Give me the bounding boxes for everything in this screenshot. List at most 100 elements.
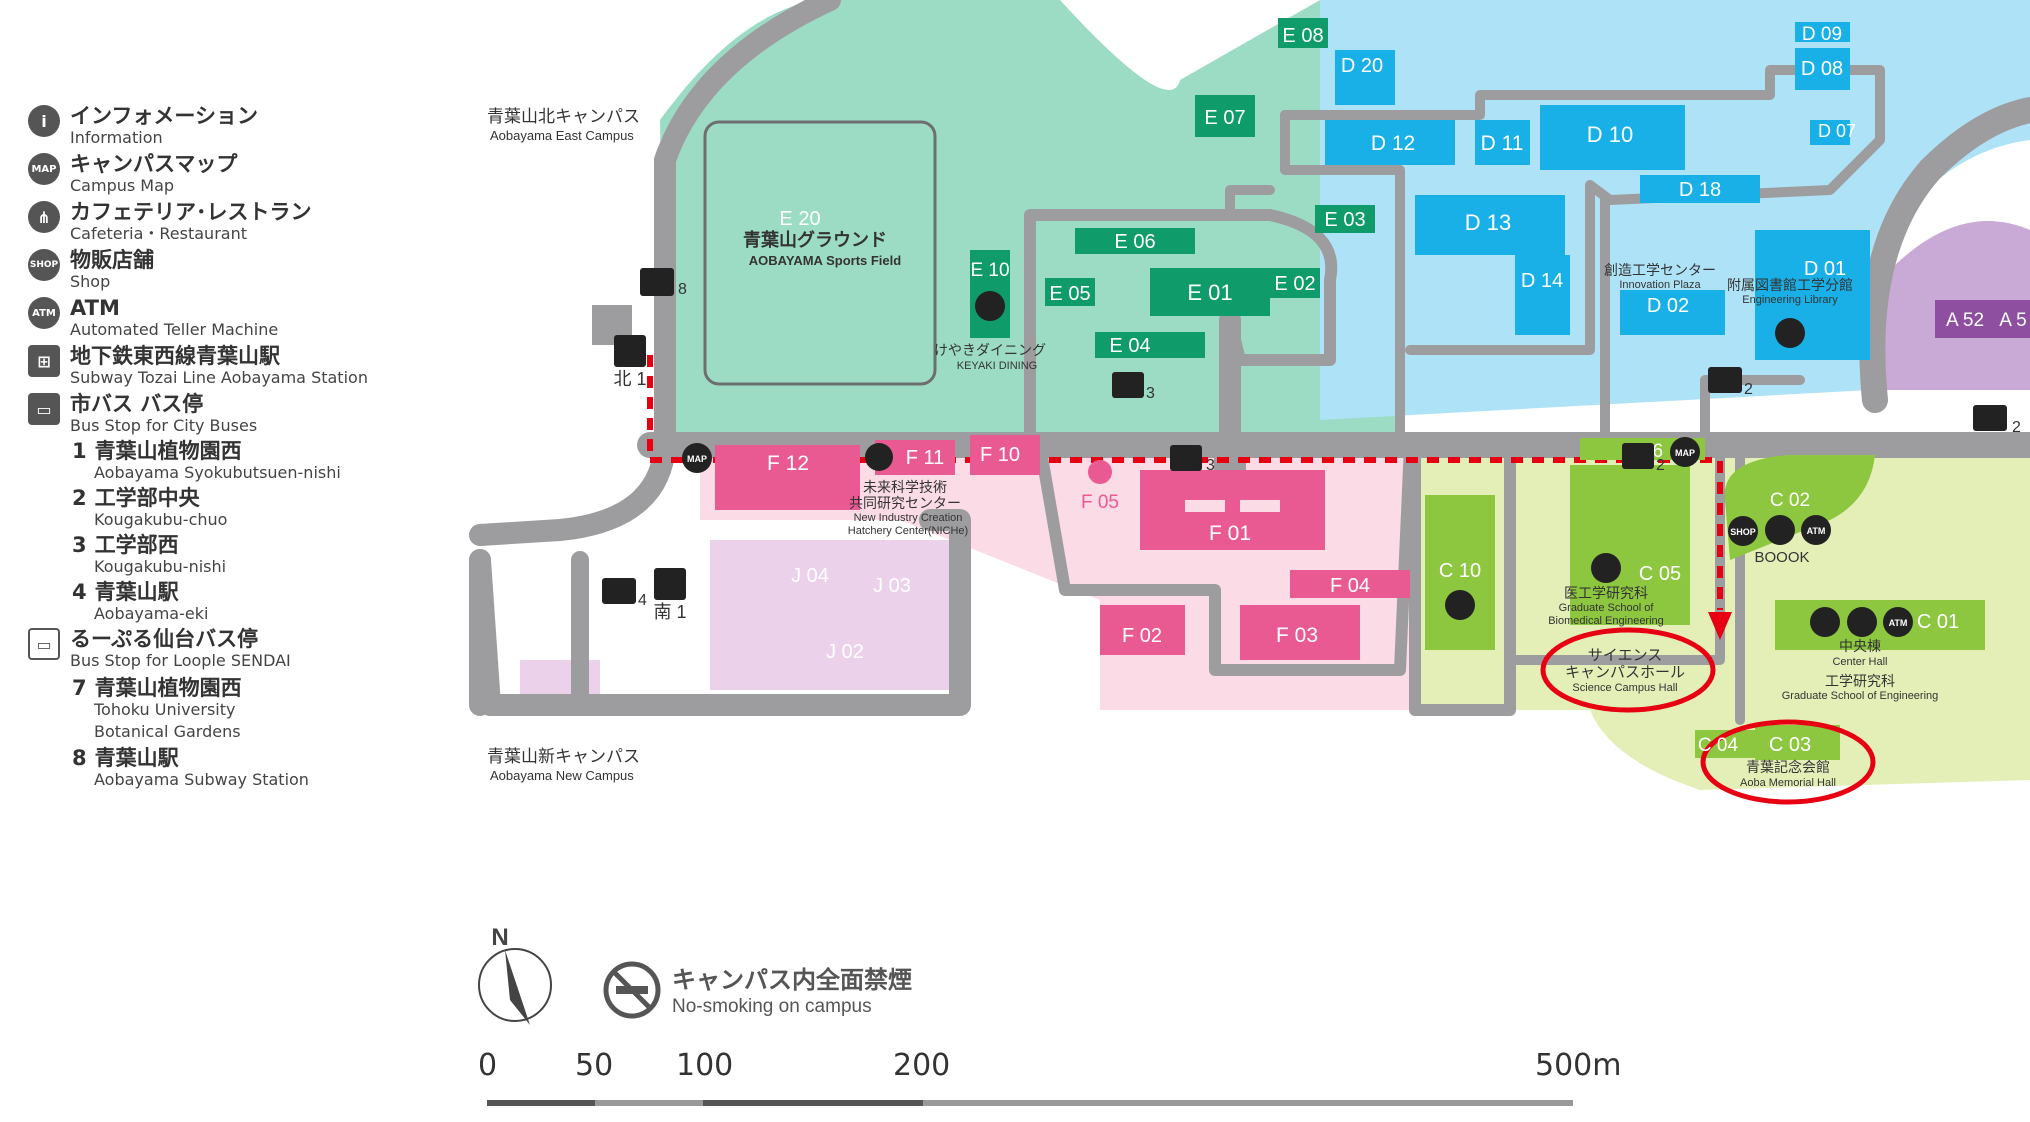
info-marker-c01[interactable] xyxy=(1810,607,1840,637)
bldg-f01 xyxy=(1140,470,1325,550)
label-station-north1: 北 1 xyxy=(613,369,646,389)
train-icon: ⊞ xyxy=(28,345,60,377)
label-d01: D 01 xyxy=(1804,258,1846,280)
atm-marker-c02[interactable] xyxy=(1801,515,1831,545)
bldg-f02 xyxy=(1100,605,1185,655)
scale-seg-4 xyxy=(923,1100,1573,1106)
bldg-c03 xyxy=(1755,725,1840,760)
bldg-f04 xyxy=(1290,570,1410,598)
map-marker-east[interactable] xyxy=(1670,437,1700,467)
subway-north1[interactable] xyxy=(614,335,646,367)
label-c05: C 05 xyxy=(1639,563,1681,585)
label-d07: D 07 xyxy=(1818,121,1856,141)
label-e06: E 06 xyxy=(1114,231,1155,253)
scale-label-0: 0 xyxy=(478,1048,498,1083)
label-d20: D 20 xyxy=(1341,55,1383,77)
label-keyaki-en: KEYAKI DINING xyxy=(957,360,1037,372)
bus-number-3b: 3 xyxy=(1206,457,1215,474)
info-marker-c05[interactable] xyxy=(1591,553,1621,583)
bus-stop-2a[interactable] xyxy=(1708,367,1742,393)
f01-mark xyxy=(1185,500,1225,512)
atm-marker-c01[interactable] xyxy=(1883,607,1913,637)
label-niche-jp2: 共同研究センター xyxy=(849,495,961,511)
no-smoking-jp: キャンパス内全面禁煙 xyxy=(672,966,912,994)
stop7-jp: 青葉山植物園西 xyxy=(94,676,242,700)
bldg-c01 xyxy=(1775,600,1985,650)
bldg-e03 xyxy=(1315,205,1375,233)
bldg-e08 xyxy=(1278,18,1328,48)
bldg-d08 xyxy=(1795,48,1850,90)
label-d10: D 10 xyxy=(1587,122,1633,147)
info-marker-niche[interactable] xyxy=(865,443,893,471)
label-f10: F 10 xyxy=(980,444,1020,466)
bus-stop-3b[interactable] xyxy=(1170,445,1202,471)
stop1-en: Aobayama Syokubutsuen-nishi xyxy=(94,463,341,482)
label-sch-en: Science Campus Hall xyxy=(1572,682,1677,694)
highlight-aoba-hall xyxy=(1700,719,1876,805)
campus-new-jp: 青葉山新キャンパス xyxy=(487,747,640,766)
legend-citybus-en: Bus Stop for City Buses xyxy=(70,416,258,435)
label-f04: F 04 xyxy=(1330,575,1370,597)
c-mid xyxy=(1505,440,1725,665)
scale-seg-3 xyxy=(703,1100,923,1106)
stop1-num: 1 xyxy=(72,439,87,463)
label-j03: J 03 xyxy=(873,575,911,597)
subway-south1[interactable] xyxy=(654,568,686,600)
label-ground-jp: 青葉山グラウンド xyxy=(743,229,887,250)
map-marker-west[interactable] xyxy=(682,443,712,473)
label-d09: D 09 xyxy=(1802,24,1842,45)
scale-seg-2 xyxy=(595,1100,703,1106)
bus-number-3a: 3 xyxy=(1146,385,1155,402)
label-f12: F 12 xyxy=(767,452,809,475)
e-loop xyxy=(1024,209,1338,451)
legend-shop-en: Shop xyxy=(70,272,111,291)
stop4-en: Aobayama-eki xyxy=(94,604,209,623)
bldg-e04 xyxy=(1095,332,1205,358)
cafe-marker-c02[interactable] xyxy=(1765,515,1795,545)
cafe-marker-c10[interactable] xyxy=(1445,590,1475,620)
bus-stop-2c[interactable] xyxy=(1973,405,2007,431)
scale-label-100: 100 xyxy=(676,1048,734,1083)
stop2-jp: 工学部中央 xyxy=(94,486,200,510)
bus-number-2c: 2 xyxy=(2012,419,2021,436)
label-booook: BOOOK xyxy=(1754,549,1809,566)
map-marker-east-text: MAP xyxy=(1675,448,1695,458)
bus-stop-3a[interactable] xyxy=(1112,372,1144,398)
label-center-jp: 中央棟 xyxy=(1839,638,1881,654)
cafe-marker-keyaki[interactable] xyxy=(975,291,1005,321)
label-c10: C 10 xyxy=(1439,560,1481,582)
bldg-d09 xyxy=(1795,22,1850,42)
label-c01: C 01 xyxy=(1917,611,1959,633)
label-e03: E 03 xyxy=(1324,209,1365,231)
stop4-jp: 青葉山駅 xyxy=(94,580,179,604)
map-icon: MAP xyxy=(28,153,60,185)
label-d08: D 08 xyxy=(1801,58,1843,80)
legend-loople-en: Bus Stop for Loople SENDAI xyxy=(70,651,291,670)
legend-map-en: Campus Map xyxy=(70,176,175,195)
bldg-f03 xyxy=(1240,605,1360,660)
legend-map-jp: キャンパスマップ xyxy=(70,152,238,176)
loople-bus-icon: ▭ xyxy=(28,628,60,660)
j-buildings xyxy=(765,560,925,667)
bus-stop-8[interactable] xyxy=(640,268,674,296)
label-ground-en: AOBAYAMA Sports Field xyxy=(749,253,901,268)
bus-stop-4[interactable] xyxy=(602,578,636,604)
label-e05: E 05 xyxy=(1049,283,1090,305)
label-biomed-en1: Graduate School of xyxy=(1559,602,1655,614)
scale-label-200: 200 xyxy=(893,1048,951,1083)
bldg-f05 xyxy=(1088,460,1112,484)
highlight-science-hall xyxy=(1540,627,1716,713)
label-a52: A 52 xyxy=(1946,310,1984,331)
shop-marker-c02[interactable] xyxy=(1728,516,1758,546)
cafe-marker-c01[interactable] xyxy=(1847,607,1877,637)
library-marker[interactable] xyxy=(1775,318,1805,348)
bus-stop-2b[interactable] xyxy=(1622,443,1654,469)
campus-new-en: Aobayama New Campus xyxy=(490,768,634,783)
compass-n: N xyxy=(491,924,508,951)
